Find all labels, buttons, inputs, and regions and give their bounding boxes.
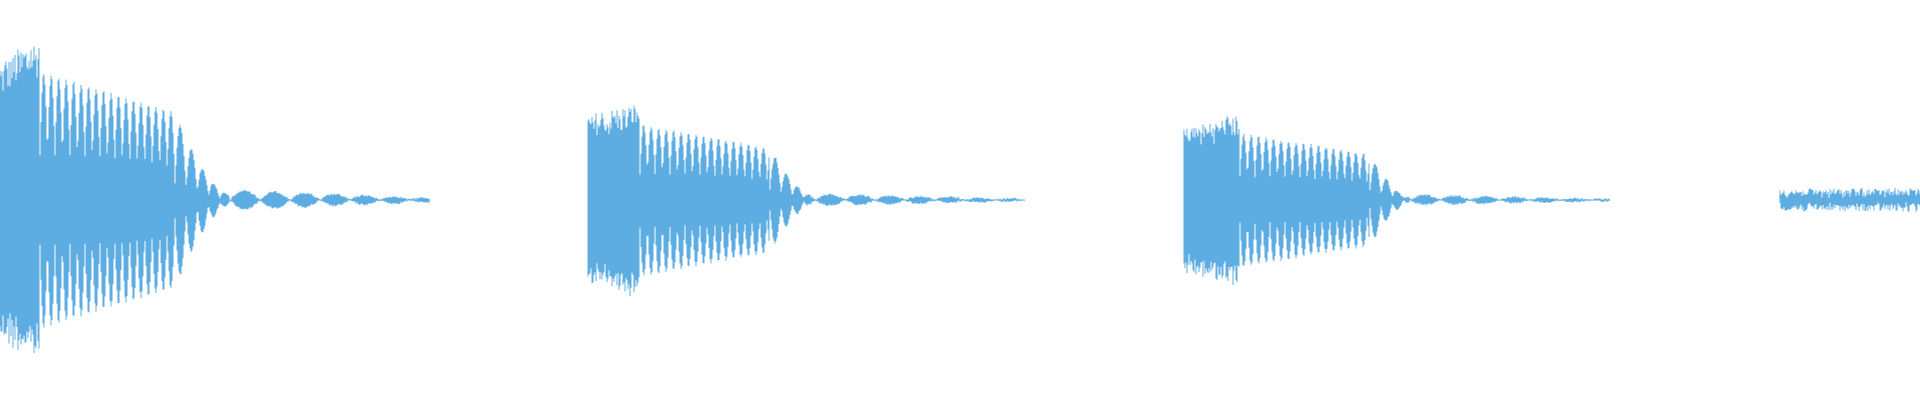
waveform-burst-3 [1183,116,1610,286]
waveform-burst-3-signal [1183,116,1610,286]
waveform-burst-1-signal [0,46,430,353]
waveform-burst-4-signal [1779,188,1920,213]
waveform-burst-4 [1779,188,1920,213]
waveform-burst-2-signal [587,105,1025,296]
waveform-burst-2 [587,105,1025,296]
waveform-burst-1 [0,46,430,353]
